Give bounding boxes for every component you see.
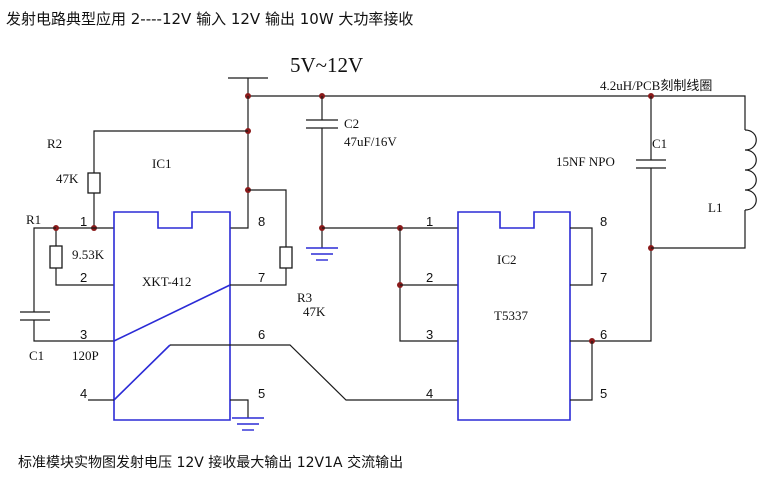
ic1-pin-8: 8 — [258, 214, 265, 229]
ic2-part: T5337 — [494, 308, 528, 323]
header-text: 发射电路典型应用 2----12V 输入 12V 输出 10W 大功率接收 — [6, 10, 413, 28]
footer-text: 标准模块实物图发射电压 12V 接收最大输出 12V1A 交流输出 — [18, 454, 403, 471]
c2-value: 47uF/16V — [344, 134, 397, 149]
l1-name: L1 — [708, 200, 722, 215]
ic1-pin-5: 5 — [258, 386, 265, 401]
ic1-pin6-to-ic2-pin4-wire — [170, 344, 458, 401]
r2-top-wire — [93, 130, 248, 173]
coil-label: 4.2uH/PCB刻制线圈 — [600, 78, 712, 93]
c1-left-name: C1 — [29, 348, 44, 363]
ic2-pin8-pin7-wire — [570, 227, 593, 286]
r3-value: 47K — [303, 304, 326, 319]
ic2-pin-5: 5 — [600, 386, 607, 401]
vcc-wire — [230, 96, 249, 229]
ic2-pin-8: 8 — [600, 214, 607, 229]
ic1-pin-7: 7 — [258, 270, 265, 285]
r2-name: R2 — [47, 136, 62, 151]
ic1-pin-2: 2 — [80, 270, 87, 285]
ic2-pin6-wire — [570, 248, 652, 342]
ic1-pin-4: 4 — [80, 386, 87, 401]
r3-name: R3 — [297, 290, 312, 305]
ic1-body — [113, 211, 231, 421]
ic2-pin-7: 7 — [600, 270, 607, 285]
l1-bottom-wire — [651, 210, 746, 249]
l1-inductor — [744, 129, 757, 211]
r2-value: 47K — [56, 171, 79, 186]
ic1-pin3-wire — [33, 320, 114, 342]
ic2-pin-4: 4 — [426, 386, 433, 401]
ic1-pin2-wire — [55, 268, 114, 286]
ic2-label: IC2 — [497, 252, 517, 267]
c1-left-value: 120P — [72, 348, 99, 363]
c2-name: C2 — [344, 116, 359, 131]
ic1-internal-line — [113, 344, 171, 401]
ic1-pin-6: 6 — [258, 327, 265, 342]
ic2-pin5-wire — [570, 341, 593, 401]
ic1-pin-3: 3 — [80, 327, 87, 342]
ic2-pin-6: 6 — [600, 327, 607, 342]
r3-top-wire — [248, 189, 287, 247]
supply-label: 5V~12V — [290, 53, 363, 77]
ic2-pin-3: 3 — [426, 327, 433, 342]
c1-right-value: 15NF NPO — [556, 154, 615, 169]
r1-name: R1 — [26, 212, 41, 227]
ic2-body — [457, 211, 571, 421]
r2-resistor — [87, 172, 101, 194]
ic2-pin-1: 1 — [426, 214, 433, 229]
r3-resistor — [279, 246, 293, 269]
r1-resistor — [49, 245, 63, 269]
ic1-pin-1: 1 — [80, 214, 87, 229]
r1-value: 9.53K — [72, 247, 105, 262]
ic1-part: XKT-412 — [142, 274, 191, 289]
r1-top-wire — [55, 227, 94, 246]
ic1-pin5-wire — [230, 399, 249, 418]
ic1-internal-line — [113, 284, 231, 342]
c1-left-top-wire — [33, 227, 56, 312]
c1-right-name: C1 — [652, 136, 667, 151]
ic2-pin-2: 2 — [426, 270, 433, 285]
ic1-pin7-wire — [230, 268, 287, 286]
ic2-pin3-wire — [399, 228, 458, 342]
top-rail-wire — [248, 95, 746, 130]
ic1-label: IC1 — [152, 156, 172, 171]
